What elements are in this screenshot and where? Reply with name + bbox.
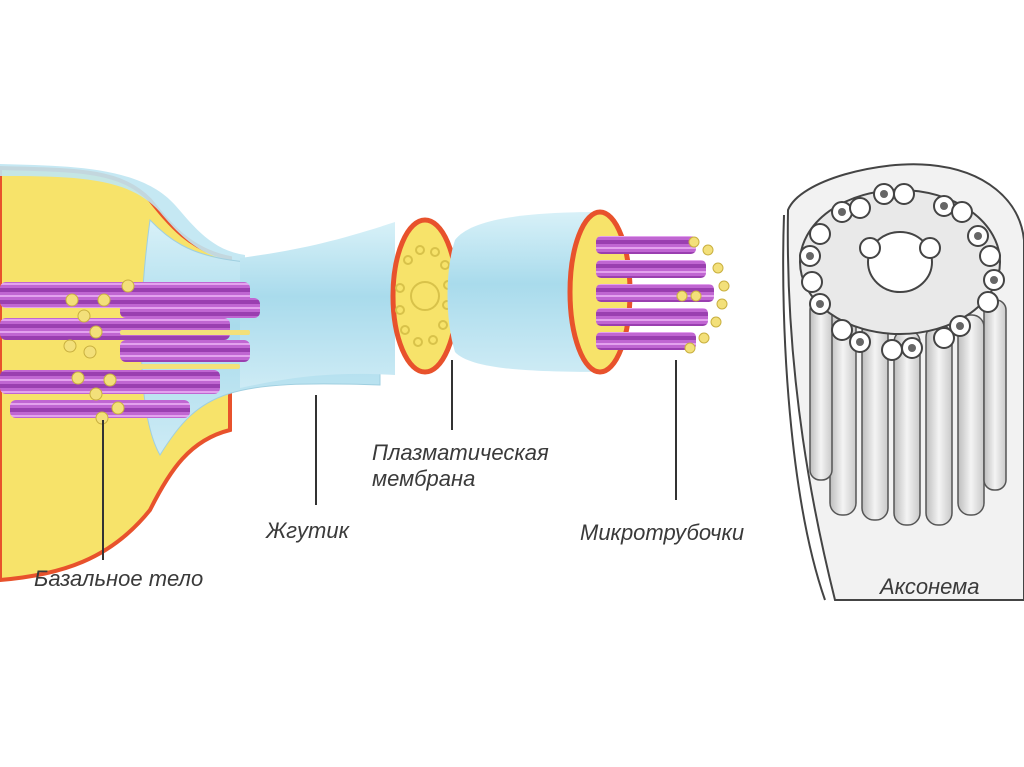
microtubule-bundle-basal — [0, 279, 260, 425]
axoneme-doublets — [799, 183, 1005, 361]
flagellum-cross-section — [390, 217, 460, 375]
axoneme-illustration — [782, 163, 1024, 601]
microtubule-bundle-distal — [596, 236, 730, 354]
label-basal-body: Базальное тело — [34, 566, 204, 591]
label-axoneme: Аксонема — [880, 574, 980, 599]
label-plasma-membrane-line1: Плазматическая — [372, 440, 549, 465]
flagellum-sheath — [140, 217, 460, 456]
label-plasma-membrane-line2: мембрана — [372, 466, 476, 491]
label-flagellum: Жгутик — [266, 518, 349, 543]
label-microtubules: Микротрубочки — [580, 520, 745, 545]
